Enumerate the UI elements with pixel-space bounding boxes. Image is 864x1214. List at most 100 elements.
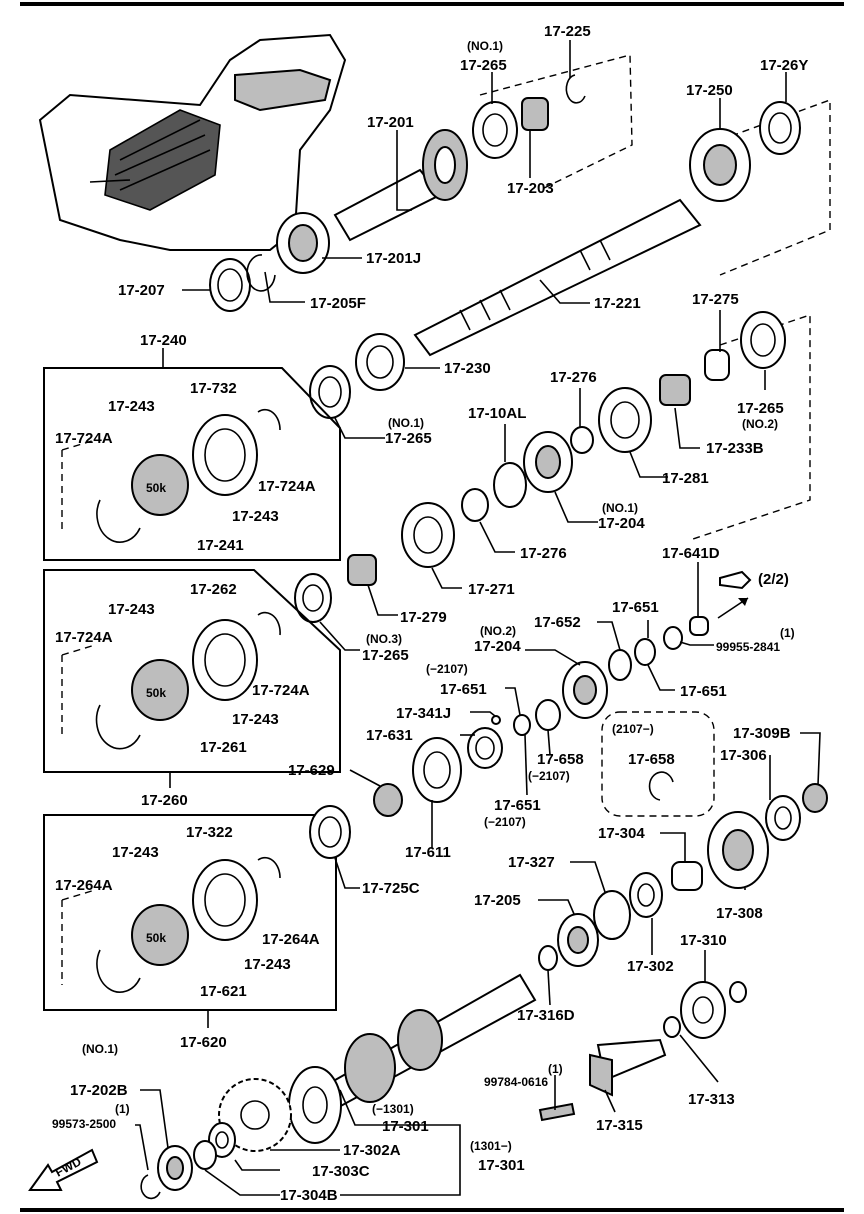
- label-2-2: (2/2): [758, 571, 789, 588]
- ball-341J-part: [491, 715, 501, 725]
- label-no2-b: (NO.2): [480, 624, 516, 638]
- label-17-243-a1: 17-243: [108, 398, 155, 415]
- label-17-732: 17-732: [190, 380, 237, 397]
- label-one-a: (1): [780, 626, 795, 640]
- label-17-233B: 17-233B: [706, 440, 764, 457]
- label-17-205F: 17-205F: [310, 295, 366, 312]
- dash-outline-2: [719, 99, 831, 276]
- snap-ring-225-part: [565, 74, 586, 104]
- gear-308-part: [707, 811, 769, 889]
- label-17-629: 17-629: [288, 762, 335, 779]
- label-99955-2841: 99955-2841: [716, 640, 780, 654]
- synchro-ring-265-top-part: [472, 101, 518, 159]
- label-17-10AL: 17-10AL: [468, 405, 526, 422]
- gear-230-part: [355, 333, 405, 391]
- label-17-651-c: 17-651: [440, 681, 487, 698]
- label-17-308: 17-308: [716, 905, 763, 922]
- label-17-261: 17-261: [200, 739, 247, 756]
- label-17-201J: 17-201J: [366, 250, 421, 267]
- bearing-204-no2-part: [562, 661, 608, 719]
- label-one-b: (1): [115, 1102, 130, 1116]
- washer-316D-part: [538, 945, 558, 971]
- label-17-243-b2: 17-243: [232, 711, 279, 728]
- bearing-201J-part: [276, 212, 330, 274]
- label-range-f: (1301−): [470, 1139, 512, 1153]
- label-99784-0616: 99784-0616: [484, 1075, 548, 1089]
- washer-276-b-part: [461, 488, 489, 522]
- label-17-265-no1b: 17-265: [385, 430, 432, 447]
- label-17-725C: 17-725C: [362, 880, 420, 897]
- label-99573-2500: 99573-2500: [52, 1117, 116, 1131]
- gear-302-part: [629, 872, 663, 918]
- label-17-264A-c2: 17-264A: [262, 931, 320, 948]
- nut-309B-part: [802, 783, 828, 813]
- bolt-99784-part: [538, 1102, 576, 1122]
- needle-bearing-203-part: [521, 97, 549, 131]
- label-17-302: 17-302: [627, 958, 674, 975]
- label-17-302A: 17-302A: [343, 1142, 401, 1159]
- snap-ring-205F-part: [246, 254, 276, 292]
- label-no1-b: (NO.1): [388, 416, 424, 430]
- label-17-204-a: 17-204: [598, 515, 645, 532]
- label-no1-c: (NO.1): [602, 501, 638, 515]
- synchro-ring-725C-part: [309, 805, 351, 859]
- snap-ring-99573-part: [140, 1174, 161, 1200]
- box-620-assembly: 50k: [43, 814, 337, 1011]
- label-17-651-d: 17-651: [494, 797, 541, 814]
- label-17-652: 17-652: [534, 614, 581, 631]
- label-17-724A-a1: 17-724A: [55, 430, 113, 447]
- washer-313-a-part: [663, 1016, 681, 1038]
- label-17-250: 17-250: [686, 82, 733, 99]
- transmission-housing-illustration: [38, 33, 347, 251]
- sprocket-302A-part: [218, 1078, 292, 1152]
- label-17-621: 17-621: [200, 983, 247, 1000]
- label-no1-top: (NO.1): [467, 39, 503, 53]
- label-17-243-b1: 17-243: [108, 601, 155, 618]
- label-17-651-b: 17-651: [680, 683, 727, 700]
- label-range-a: (−2107): [426, 662, 468, 676]
- washer-207-part: [209, 258, 251, 312]
- synchro-ring-265-no1-part: [309, 365, 351, 419]
- label-17-301-b: 17-301: [478, 1157, 525, 1174]
- label-range-c: (2107−): [612, 722, 654, 736]
- label-17-26Y: 17-26Y: [760, 57, 808, 74]
- label-no2-a: (NO.2): [742, 417, 778, 431]
- bearing-306-part: [765, 795, 801, 841]
- label-17-243-c1: 17-243: [112, 844, 159, 861]
- label-17-225: 17-225: [544, 23, 591, 40]
- label-17-309B: 17-309B: [733, 725, 791, 742]
- label-no1-d: (NO.1): [82, 1042, 118, 1056]
- label-17-276-b: 17-276: [520, 545, 567, 562]
- fwd-2-2-arrow: [717, 570, 752, 619]
- label-17-641D: 17-641D: [662, 545, 720, 562]
- label-17-631: 17-631: [366, 727, 413, 744]
- bearing-205-part: [557, 913, 599, 967]
- label-17-207: 17-207: [118, 282, 165, 299]
- spacer-275-part: [704, 349, 730, 381]
- label-one-c: (1): [548, 1062, 563, 1076]
- washer-313-b-part: [729, 981, 747, 1003]
- part-labels: 17-225 (NO.1) 17-265 17-201 17-203 17-25…: [52, 23, 808, 1204]
- svg-text:50k: 50k: [146, 481, 166, 495]
- countershaft-301-part: [288, 973, 537, 1144]
- sleeve-304-part: [671, 861, 703, 891]
- label-range-b: (−2107): [528, 769, 570, 783]
- input-shaft-part: [333, 129, 468, 242]
- label-17-303C: 17-303C: [312, 1163, 370, 1180]
- svg-text:50k: 50k: [146, 686, 166, 700]
- idler-shaft-315-part: [589, 1038, 667, 1097]
- box-260-assembly: 50k: [43, 569, 341, 773]
- label-17-204-b: 17-204: [474, 638, 521, 655]
- gear-310-part: [680, 981, 726, 1039]
- mainshaft-221-part: [413, 198, 702, 357]
- label-17-281: 17-281: [662, 470, 709, 487]
- ring-26Y-part: [759, 101, 801, 155]
- label-17-202B: 17-202B: [70, 1082, 128, 1099]
- snap-ring-99955-part: [663, 626, 683, 650]
- label-17-240: 17-240: [140, 332, 187, 349]
- label-17-313: 17-313: [688, 1091, 735, 1108]
- snap-ring-658-b-part: [648, 771, 674, 801]
- label-17-301-a: 17-301: [382, 1118, 429, 1135]
- label-17-260: 17-260: [141, 792, 188, 809]
- washer-207-inner: [217, 268, 243, 302]
